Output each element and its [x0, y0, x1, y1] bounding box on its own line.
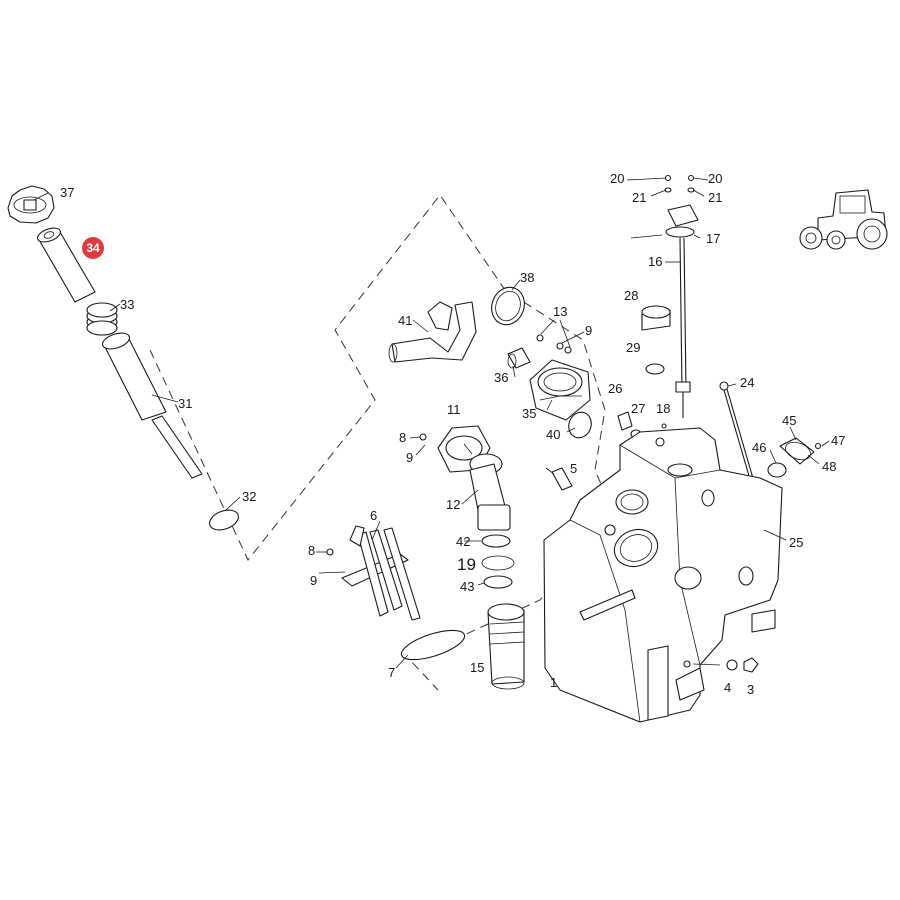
part-number-16: 16 [648, 254, 662, 269]
part-number-28: 28 [624, 288, 638, 303]
part-number-20-right: 20 [708, 171, 722, 186]
part-number-18: 18 [656, 401, 670, 416]
part-number-41: 41 [398, 313, 412, 328]
part-number-13: 13 [553, 304, 567, 319]
leader-lines [33, 177, 830, 669]
part-number-20-left: 20 [610, 171, 624, 186]
part-number-9-top: 9 [585, 323, 592, 338]
part-number-43: 43 [460, 579, 474, 594]
part-number-38: 38 [520, 270, 534, 285]
part-number-8-low: 8 [308, 543, 315, 558]
ring-46 [767, 462, 787, 478]
part-number-7: 7 [388, 665, 395, 680]
part-number-11: 11 [447, 402, 461, 417]
filler-cap [7, 185, 55, 224]
part-number-1: 1 [550, 675, 557, 690]
part-number-21-left: 21 [632, 190, 646, 205]
part-number-3: 3 [747, 682, 754, 697]
part-number-40: 40 [546, 427, 560, 442]
part-number-8-mid: 8 [399, 430, 406, 445]
drain-plug-3 [743, 657, 759, 673]
o-ring-40 [568, 411, 592, 439]
screw-8a [419, 433, 427, 441]
fuel-tank [543, 427, 783, 723]
filter-tube [36, 227, 96, 303]
bushing-28 [641, 305, 671, 331]
sender-rod [665, 204, 699, 418]
part-number-32: 32 [242, 489, 256, 504]
ring-19 [481, 555, 515, 571]
hose-elbow [388, 301, 477, 363]
seal-38 [491, 286, 525, 326]
part-number-5: 5 [570, 461, 577, 476]
part-number-29: 29 [626, 340, 640, 355]
part-number-15: 15 [470, 660, 484, 675]
gasket-7 [400, 629, 466, 661]
part-number-27: 27 [631, 401, 645, 416]
part-number-42: 42 [456, 534, 470, 549]
ring-43 [483, 575, 513, 589]
part-number-9-low: 9 [310, 573, 317, 588]
screw-set-13 [536, 334, 572, 354]
pickup-tubes [341, 525, 421, 621]
tractor-icon [799, 189, 888, 250]
sender-screws [664, 174, 695, 193]
part-number-48: 48 [822, 459, 836, 474]
part-number-12: 12 [446, 497, 460, 512]
part-number-37: 37 [60, 185, 74, 200]
part-number-34[interactable]: 34 [86, 241, 100, 255]
part-number-33: 33 [120, 297, 134, 312]
part-number-17: 17 [706, 231, 720, 246]
washer-4 [726, 659, 738, 671]
flange-35 [529, 359, 591, 421]
fitting-36 [507, 347, 531, 369]
part-number-35: 35 [522, 406, 536, 421]
screw-8b [326, 548, 334, 556]
part-number-25: 25 [789, 535, 803, 550]
part-number-36: 36 [494, 370, 508, 385]
part-number-26: 26 [608, 381, 622, 396]
part-number-47: 47 [831, 433, 845, 448]
strainer [101, 332, 203, 479]
o-ring-32 [209, 509, 239, 531]
part-number-45: 45 [782, 413, 796, 428]
sediment-bowl [487, 603, 525, 690]
ring-42 [481, 534, 511, 548]
fitting-5 [551, 467, 573, 491]
pin-18 [661, 423, 667, 429]
part-number-24: 24 [740, 375, 754, 390]
part-number-6: 6 [370, 508, 377, 523]
highlight-badge-circle[interactable] [82, 237, 104, 259]
spring [86, 302, 118, 336]
part-number-46: 46 [752, 440, 766, 455]
plug-26 [617, 411, 633, 431]
cover-45 [779, 437, 815, 465]
group-dash-boundary [149, 194, 613, 691]
part-number-31: 31 [178, 396, 192, 411]
part-number-9-mid: 9 [406, 450, 413, 465]
part-labels: 37 33 31 32 38 41 13 9 36 35 40 11 8 9 1… [60, 171, 845, 697]
part-number-21-right: 21 [708, 190, 722, 205]
suction-pickup [437, 425, 511, 531]
screw-47 [814, 442, 822, 450]
part-number-4: 4 [724, 680, 731, 695]
ring-29 [645, 363, 665, 375]
part-number-19: 19 [457, 555, 476, 574]
part-34-highlight-badge[interactable]: 34 [82, 237, 104, 259]
